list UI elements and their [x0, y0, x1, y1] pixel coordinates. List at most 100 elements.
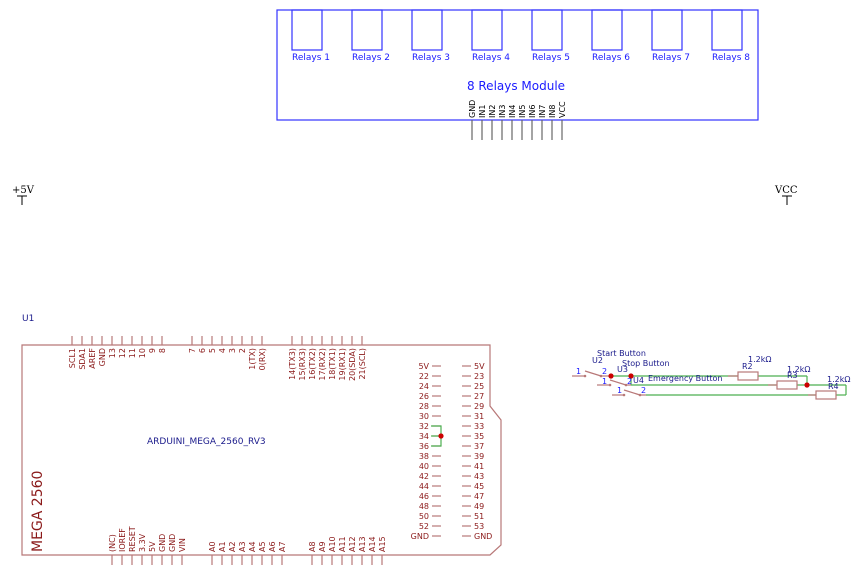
header-pin-left-28[interactable]: 28 [419, 402, 441, 411]
arduino-pin-vin[interactable]: VIN [178, 538, 187, 565]
arduino-pin-15rx3[interactable]: 15(RX3) [298, 336, 307, 381]
arduino-pin-a2[interactable]: A2 [228, 541, 237, 565]
header-pin-left-5v[interactable]: 5V [418, 362, 441, 371]
relay-module[interactable]: Relays 1 Relays 2 Relays 3 Relays 4 Relays 5… [276, 9, 759, 140]
arduino-pin-gnd[interactable]: GND [98, 336, 107, 366]
arduino-pin-a11[interactable]: A11 [338, 536, 347, 565]
arduino-pin-18tx1[interactable]: 18(TX1) [328, 336, 337, 380]
relay-6[interactable]: Relays 6 [591, 9, 630, 63]
header-pin-left-44[interactable]: 44 [419, 482, 441, 491]
header-pin-right-37[interactable]: 37 [462, 442, 484, 451]
arduino-pin-a3[interactable]: A3 [238, 541, 247, 565]
relay-2[interactable]: Relays 2 [351, 9, 390, 63]
arduino-pin-13[interactable]: 13 [108, 336, 117, 358]
relay-pin-in3[interactable]: IN3 [498, 105, 507, 140]
relay-pin-vcc[interactable]: VCC [558, 101, 567, 140]
arduino-pin-19rx1[interactable]: 19(RX1) [338, 336, 347, 381]
header-pin-right-39[interactable]: 39 [462, 452, 484, 461]
header-pin-right-35[interactable]: 35 [462, 432, 484, 441]
arduino-pin-7[interactable]: 7 [188, 336, 197, 353]
header-pin-left-38[interactable]: 38 [419, 452, 441, 461]
arduino-pin-gnd[interactable]: GND [168, 534, 177, 565]
header-pin-left-48[interactable]: 48 [419, 502, 441, 511]
resistor-r4[interactable]: 1.2kΩ R4 [808, 375, 850, 400]
header-pin-right-5v[interactable]: 5V [462, 362, 485, 371]
header-pin-left-gnd[interactable]: GND [411, 532, 441, 541]
arduino-pin-a7[interactable]: A7 [278, 541, 287, 565]
arduino-pin-21scl[interactable]: 21(SCL) [358, 336, 367, 380]
arduino-pin-5[interactable]: 5 [208, 336, 217, 353]
arduino-pin-scl1[interactable]: SCL1 [68, 336, 77, 368]
header-pin-left-30[interactable]: 30 [419, 412, 441, 421]
header-pin-right-53[interactable]: 53 [462, 522, 484, 531]
arduino-pin-a10[interactable]: A10 [328, 536, 337, 565]
relay-5[interactable]: Relays 5 [531, 9, 570, 63]
header-pin-right-25[interactable]: 25 [462, 382, 484, 391]
relay-pin-in2[interactable]: IN2 [488, 105, 497, 140]
arduino-pin-a15[interactable]: A15 [378, 536, 387, 565]
arduino-pin-2[interactable]: 2 [238, 336, 247, 353]
arduino-pin-a9[interactable]: A9 [318, 541, 327, 565]
header-pin-left-40[interactable]: 40 [419, 462, 441, 471]
relay-1[interactable]: Relays 1 [291, 9, 330, 63]
header-pin-right-29[interactable]: 29 [462, 402, 484, 411]
arduino-pin-5v[interactable]: 5V [148, 541, 157, 565]
arduino-pin-a14[interactable]: A14 [368, 536, 377, 565]
header-pin-right-31[interactable]: 31 [462, 412, 484, 421]
arduino-pin-nc[interactable]: (NC) [108, 534, 117, 565]
arduino-pin-sda1[interactable]: SDA1 [78, 336, 87, 370]
header-pin-left-46[interactable]: 46 [419, 492, 441, 501]
arduino-pin-a13[interactable]: A13 [358, 536, 367, 565]
arduino-pin-17rx2[interactable]: 17(RX2) [318, 336, 327, 381]
power-symbol-vcc[interactable]: VCC [774, 185, 798, 205]
relay-3[interactable]: Relays 3 [411, 9, 450, 63]
relay-pin-in1[interactable]: IN1 [478, 105, 487, 140]
header-pin-right-23[interactable]: 23 [462, 372, 484, 381]
arduino-pin-a4[interactable]: A4 [248, 541, 257, 565]
arduino-pin-a12[interactable]: A12 [348, 536, 357, 565]
header-pin-right-51[interactable]: 51 [462, 512, 484, 521]
header-pin-left-52[interactable]: 52 [419, 522, 441, 531]
arduino-pin-10[interactable]: 10 [138, 336, 147, 358]
arduino-pin-gnd[interactable]: GND [158, 534, 167, 565]
header-pin-right-33[interactable]: 33 [462, 422, 484, 431]
arduino-pin-a1[interactable]: A1 [218, 541, 227, 565]
header-pin-left-22[interactable]: 22 [419, 372, 441, 381]
arduino-pin-6[interactable]: 6 [198, 336, 207, 353]
arduino-pin-reset[interactable]: RESET [128, 526, 137, 565]
header-pin-right-47[interactable]: 47 [462, 492, 484, 501]
arduino-pin-0rx[interactable]: 0(RX) [258, 336, 267, 370]
button-circuit[interactable]: Start Button U2 1 2 Stop Button U3 1 2 E [572, 349, 850, 400]
arduino-pin-a5[interactable]: A5 [258, 541, 267, 565]
header-pin-left-24[interactable]: 24 [419, 382, 441, 391]
arduino-pin-12[interactable]: 12 [118, 336, 127, 358]
header-pin-right-gnd[interactable]: GND [462, 532, 492, 541]
header-pin-left-42[interactable]: 42 [419, 472, 441, 481]
arduino-pin-a0[interactable]: A0 [208, 541, 217, 565]
header-pin-right-27[interactable]: 27 [462, 392, 484, 401]
arduino-pin-11[interactable]: 11 [128, 336, 137, 358]
relay-pin-in5[interactable]: IN5 [518, 105, 527, 140]
arduino-pin-16tx2[interactable]: 16(TX2) [308, 336, 317, 380]
arduino-pin-14tx3[interactable]: 14(TX3) [288, 336, 297, 380]
relay-4[interactable]: Relays 4 [471, 9, 510, 63]
relay-pin-in6[interactable]: IN6 [528, 105, 537, 140]
header-pin-left-50[interactable]: 50 [419, 512, 441, 521]
relay-8[interactable]: Relays 8 [711, 9, 750, 63]
relay-pin-in7[interactable]: IN7 [538, 105, 547, 140]
header-pin-right-43[interactable]: 43 [462, 472, 484, 481]
arduino-pin-4[interactable]: 4 [218, 336, 227, 353]
arduino-pin-20sda[interactable]: 20(SDA) [348, 336, 357, 381]
arduino-pin-ioref[interactable]: IOREF [118, 528, 127, 565]
resistor-r2[interactable]: 1.2kΩ R2 [728, 355, 771, 381]
header-pin-left-26[interactable]: 26 [419, 392, 441, 401]
relay-pin-gnd[interactable]: GND [468, 100, 477, 140]
arduino-pin-8[interactable]: 8 [158, 336, 167, 353]
header-pin-right-41[interactable]: 41 [462, 462, 484, 471]
arduino-pin-a8[interactable]: A8 [308, 541, 317, 565]
arduino-pin-aref[interactable]: AREF [88, 336, 97, 369]
relay-pin-in8[interactable]: IN8 [548, 105, 557, 140]
arduino-pin-3[interactable]: 3 [228, 336, 237, 353]
relay-pin-in4[interactable]: IN4 [508, 105, 517, 140]
header-pin-right-45[interactable]: 45 [462, 482, 484, 491]
